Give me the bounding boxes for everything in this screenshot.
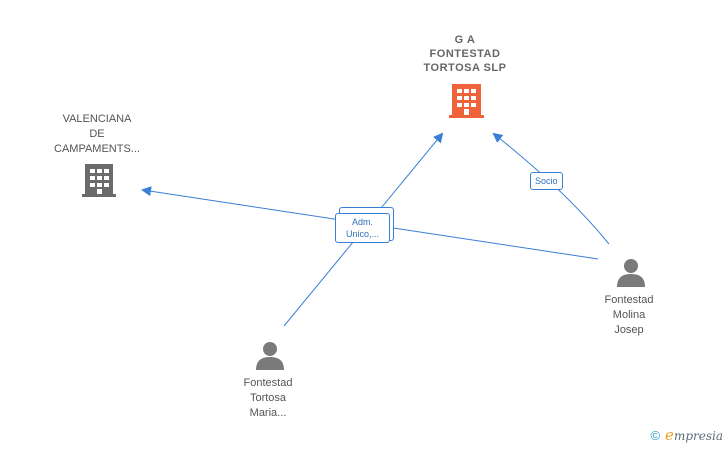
company-side-line-3: CAMPAMENTS... [54,143,140,155]
person-right-label[interactable]: Fontestad Molina Josep [579,293,679,338]
person-bottom-line-2: Tortosa [249,392,287,404]
empresia-logo[interactable]: empresia [665,426,723,444]
person-right-line-1: Fontestad [604,294,654,306]
socio-text: Socio [535,176,558,186]
company-side-label[interactable]: VALENCIANA DE CAMPAMENTS... [37,112,157,157]
company-main-line-1: G A [454,34,476,46]
copyright-footer: © empresia [650,426,723,444]
edge-label-socio[interactable]: Socio [530,172,563,190]
person-bottom-line-3: Maria... [249,407,287,419]
company-main-line-2: FONTESTAD [429,48,501,60]
copyright-icon: © [650,427,661,443]
person-icon-right[interactable] [617,259,645,287]
edge-label-adm[interactable]: Adm. Unico,... [335,213,390,243]
company-side-line-2: DE [89,128,105,140]
company-side-line-1: VALENCIANA [62,113,132,125]
person-right-line-2: Molina [612,309,646,321]
person-icon-bottom[interactable] [256,342,284,370]
brand-initial: e [665,426,674,444]
brand-rest: mpresia [673,429,723,443]
person-bottom-line-1: Fontestad [243,377,293,389]
building-icon-side[interactable] [82,164,116,197]
person-bottom-label[interactable]: Fontestad Tortosa Maria... [218,376,318,421]
company-main-line-3: TORTOSA SLP [423,62,507,74]
building-icon-main[interactable] [449,84,484,118]
adm-text-line-1: Adm. [351,217,373,227]
adm-text-line-2: Unico,... [345,229,379,239]
person-right-line-3: Josep [614,324,644,336]
company-main-label[interactable]: G A FONTESTAD TORTOSA SLP [405,33,525,75]
